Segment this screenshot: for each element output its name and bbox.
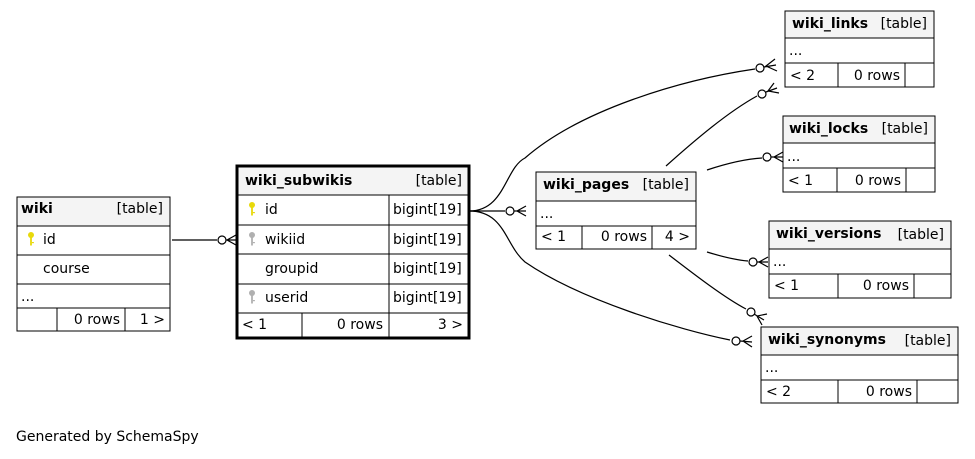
row-count: 0 rows <box>863 278 909 294</box>
table-wiki-versions[interactable]: wiki_versions [table] ... < 1 0 rows <box>768 220 952 299</box>
table-tag: [table] <box>898 227 944 243</box>
row-count: 0 rows <box>337 317 383 333</box>
column-name: id <box>265 202 278 218</box>
column-name: wikiid <box>265 232 305 248</box>
table-name: wiki_locks <box>789 121 868 137</box>
table-ellipsis: ... <box>789 43 802 59</box>
column-name: userid <box>265 290 308 306</box>
table-wiki-links[interactable]: wiki_links [table] ... < 2 0 rows <box>784 10 935 88</box>
table-wiki-subwikis[interactable]: wiki_subwikis [table] id bigint[19] wiki… <box>235 164 471 340</box>
edge-pages-synonyms <box>668 254 768 326</box>
edge-subwikis-synonyms <box>468 210 753 348</box>
table-ellipsis: ... <box>540 206 553 222</box>
table-name: wiki_versions <box>776 226 881 242</box>
table-ellipsis: ... <box>765 360 778 376</box>
edge-subwikis-links <box>468 58 778 212</box>
column-type: bigint[19] <box>393 261 462 277</box>
generated-by-footer: Generated by SchemaSpy <box>16 429 199 445</box>
table-tag: [table] <box>643 177 689 193</box>
table-ellipsis: ... <box>787 149 800 165</box>
row-count: 0 rows <box>854 68 900 84</box>
column-type: bigint[19] <box>393 232 462 248</box>
edge-pages-versions <box>706 251 769 268</box>
table-tag: [table] <box>882 121 928 137</box>
table-wiki-synonyms[interactable]: wiki_synonyms [table] ... < 2 0 rows <box>760 326 959 404</box>
table-tag: [table] <box>117 201 163 217</box>
row-count: 0 rows <box>855 173 901 189</box>
row-count: 0 rows <box>601 229 647 245</box>
edge-subwikis-pages <box>469 205 527 217</box>
edge-pages-locks <box>706 151 784 171</box>
children-count[interactable]: 4 > <box>665 229 690 245</box>
children-count[interactable]: 3 > <box>438 317 463 333</box>
column-name: course <box>43 261 90 277</box>
table-wiki-locks[interactable]: wiki_locks [table] ... < 1 0 rows <box>782 115 936 193</box>
column-name: id <box>43 232 56 248</box>
parents-count[interactable]: < 2 <box>790 68 815 84</box>
table-name: wiki_pages <box>543 177 629 193</box>
edge-pages-links <box>665 82 780 167</box>
edge-wiki-subwikis <box>172 234 237 246</box>
parents-count[interactable]: < 1 <box>541 229 566 245</box>
primary-key-icon <box>249 202 255 216</box>
table-ellipsis: ... <box>21 289 34 305</box>
parents-count[interactable]: < 1 <box>242 317 267 333</box>
children-count[interactable]: 1 > <box>140 312 165 328</box>
foreign-key-icon <box>249 232 255 246</box>
row-count: 0 rows <box>866 384 912 400</box>
foreign-key-icon <box>249 290 255 304</box>
column-type: bigint[19] <box>393 202 462 218</box>
row-count: 0 rows <box>74 312 120 328</box>
parents-count[interactable]: < 2 <box>766 384 791 400</box>
parents-count[interactable]: < 1 <box>774 278 799 294</box>
table-tag: [table] <box>881 16 927 32</box>
parents-count[interactable]: < 1 <box>788 173 813 189</box>
table-name: wiki_links <box>792 16 868 32</box>
relationship-edges <box>172 58 784 348</box>
column-type: bigint[19] <box>393 290 462 306</box>
table-ellipsis: ... <box>773 254 786 270</box>
table-name: wiki_synonyms <box>768 332 886 348</box>
table-wiki-pages[interactable]: wiki_pages [table] ... < 1 0 rows 4 > <box>535 171 697 250</box>
table-name: wiki_subwikis <box>245 173 352 189</box>
column-name: groupid <box>265 261 318 277</box>
table-tag: [table] <box>905 333 951 349</box>
table-name: wiki <box>21 201 53 217</box>
table-wiki[interactable]: wiki [table] id course ... 0 rows 1 > <box>16 196 171 332</box>
table-tag: [table] <box>416 173 462 189</box>
